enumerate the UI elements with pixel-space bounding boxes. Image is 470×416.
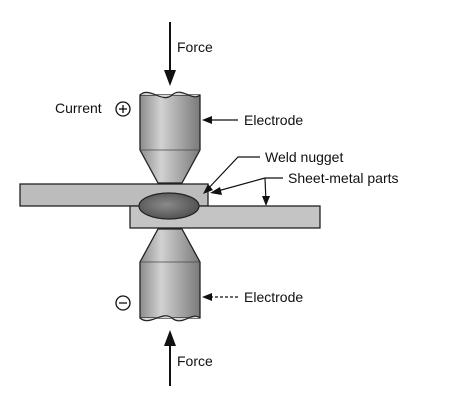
sheet-metal-label: Sheet-metal parts: [288, 170, 399, 186]
plus-icon: [115, 101, 131, 117]
weld-nugget: [138, 192, 200, 220]
electrode-top-leader: [202, 116, 238, 124]
electrode-bottom-leader: [202, 293, 238, 301]
force-arrow-bottom: [164, 330, 176, 386]
minus-icon: [115, 295, 131, 311]
electrode-label-bottom: Electrode: [244, 289, 303, 305]
force-arrow-top: [164, 22, 176, 86]
electrode-label-top: Electrode: [244, 112, 303, 128]
force-label-bottom: Force: [177, 353, 213, 369]
sheet-metal-leader: [210, 177, 283, 206]
weld-nugget-leader: [203, 156, 260, 194]
electrode-bottom: [139, 228, 201, 322]
weld-nugget-label: Weld nugget: [265, 149, 343, 165]
current-label: Current: [55, 100, 102, 116]
electrode-top: [139, 91, 201, 184]
force-label-top: Force: [177, 39, 213, 55]
